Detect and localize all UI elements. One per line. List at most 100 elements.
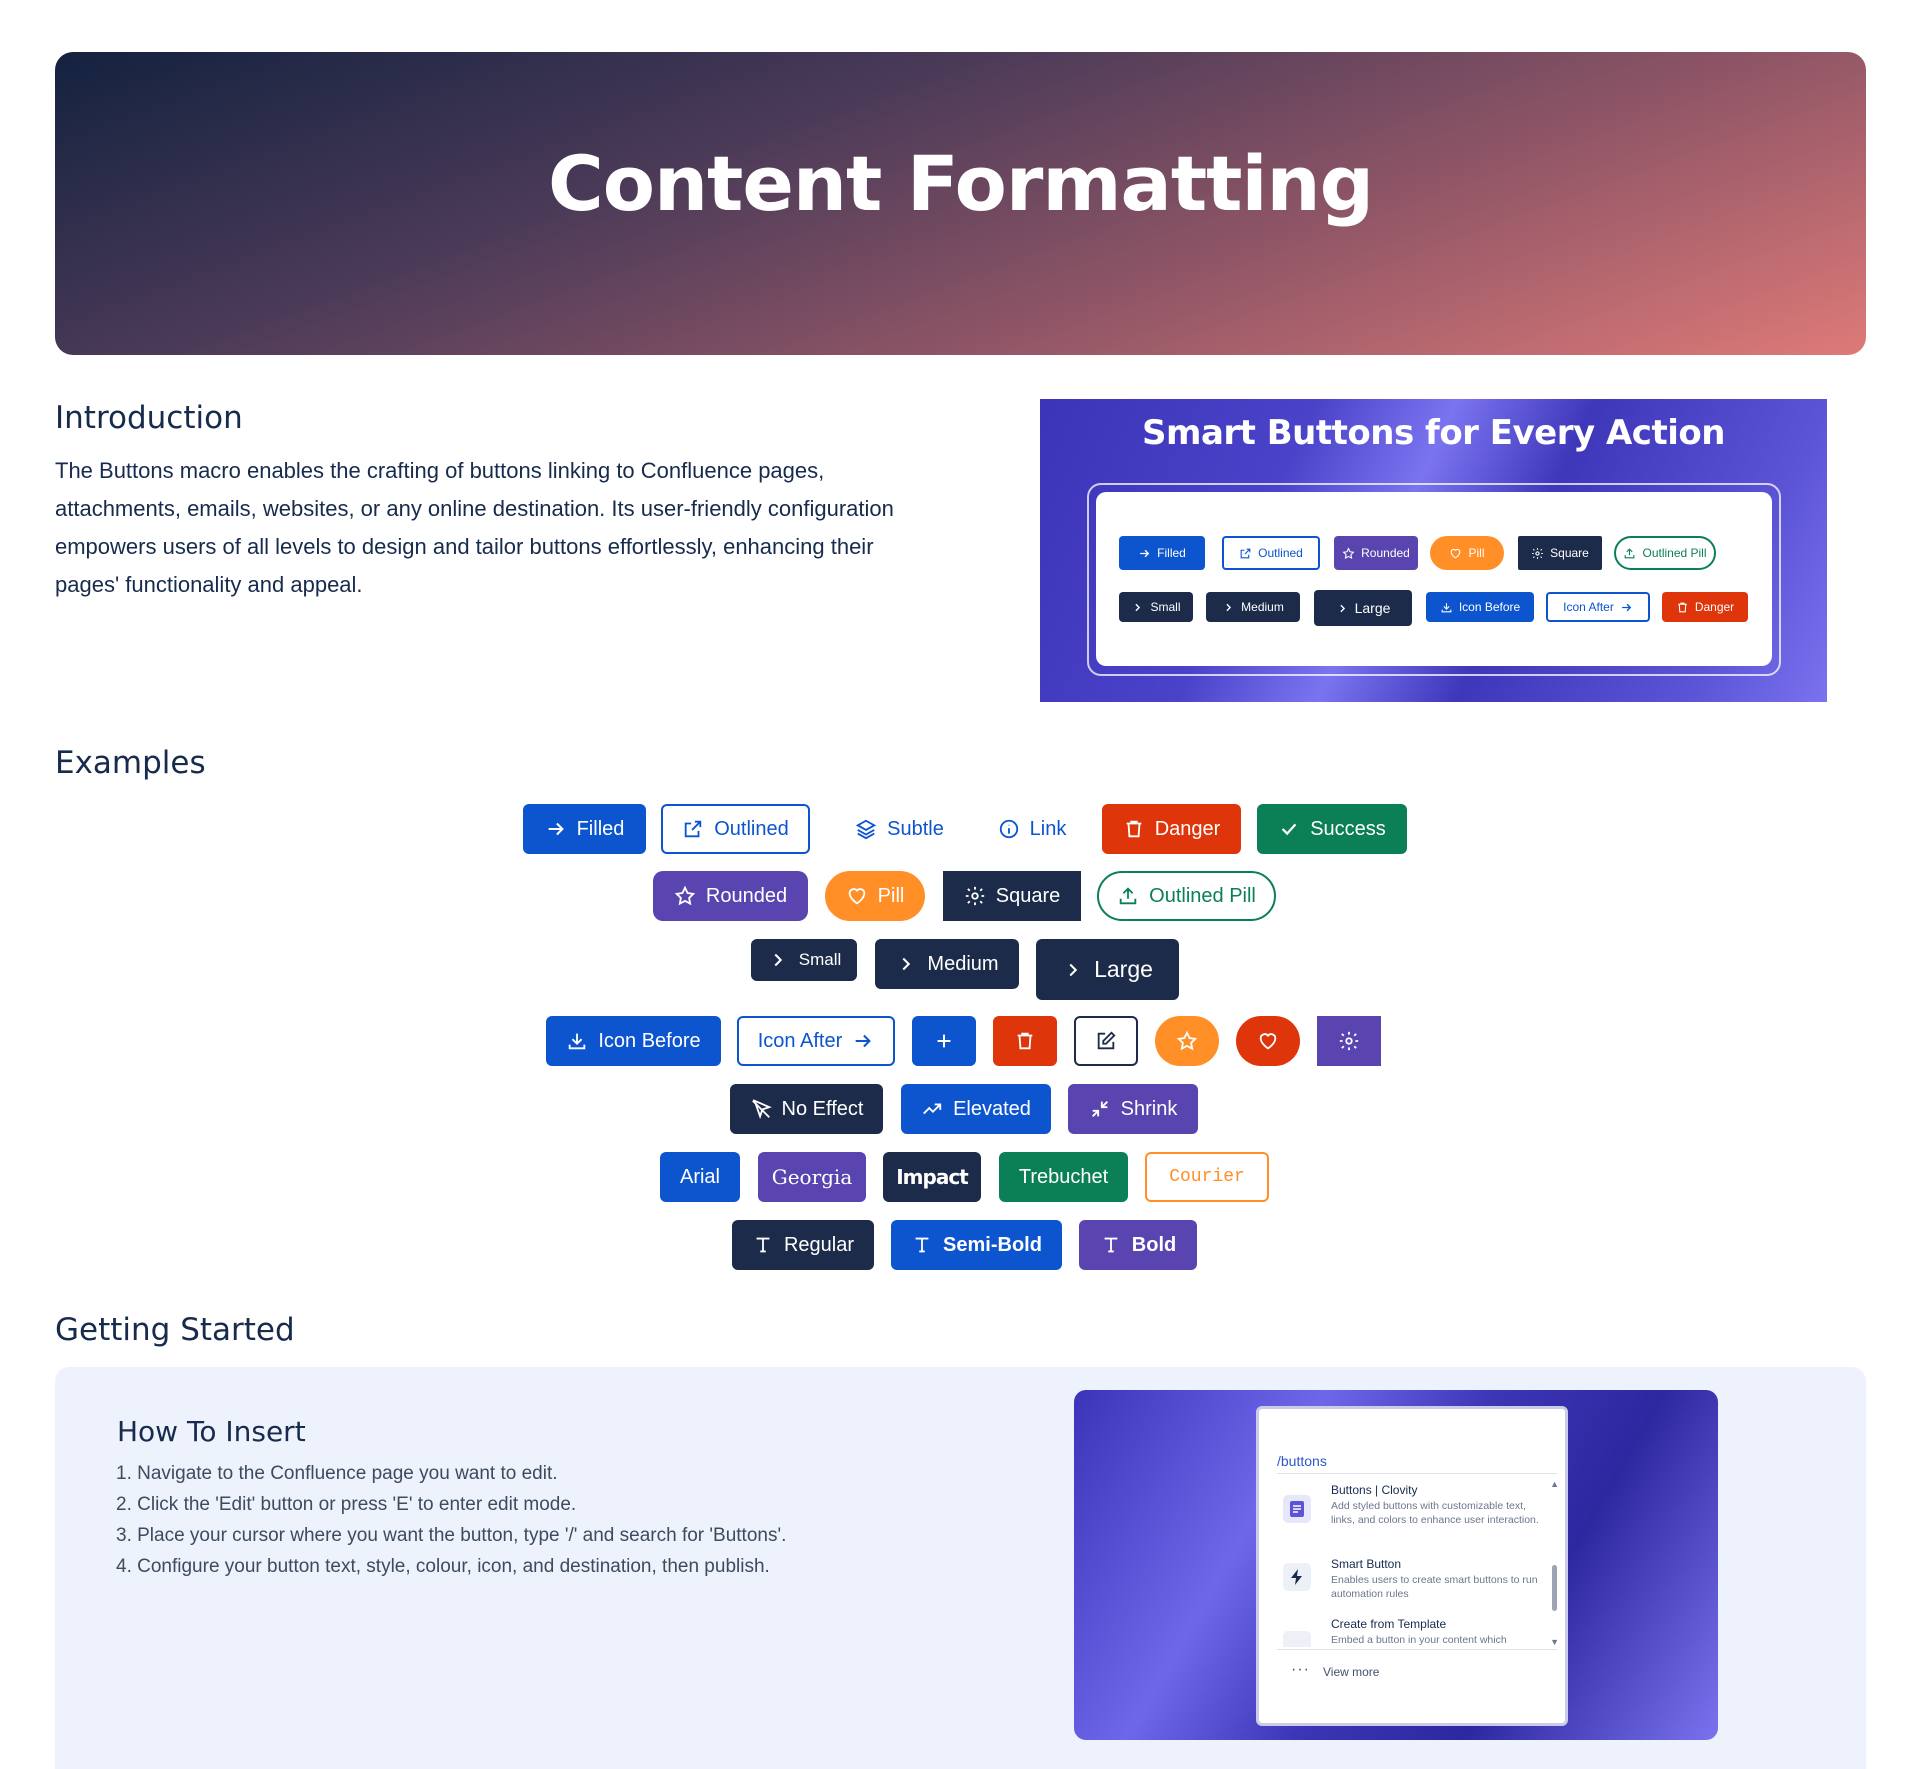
icon-after-button[interactable]: Icon After: [737, 1016, 895, 1066]
banner-frame: [1087, 483, 1781, 676]
banner-filled-button: Filled: [1119, 536, 1205, 570]
divider: [1277, 1473, 1557, 1474]
arrow-right-icon: [1140, 549, 1150, 557]
star-icon: [1342, 546, 1355, 559]
slash-command-menu: /buttons Buttons | Clovity Add styled bu…: [1256, 1406, 1568, 1726]
rounded-button[interactable]: Rounded: [653, 871, 808, 921]
heart-icon: [1451, 548, 1461, 558]
delete-icon-button[interactable]: [993, 1016, 1057, 1066]
scroll-up-icon[interactable]: ▲: [1550, 1479, 1559, 1489]
type-icon: [1104, 1237, 1118, 1253]
banner-card: Filled Outlined Rounded Pill Square Outl…: [1096, 492, 1772, 666]
medium-button[interactable]: Medium: [875, 939, 1019, 989]
arial-button[interactable]: Arial: [660, 1152, 740, 1202]
intro-heading: Introduction: [55, 400, 243, 436]
list-item: 3. Place your cursor where you want the …: [116, 1525, 787, 1546]
slash-query: /buttons: [1277, 1453, 1327, 1469]
template-icon: [1283, 1631, 1311, 1647]
shrink-icon: [1091, 1101, 1108, 1117]
arrow-right-icon: [1622, 603, 1632, 611]
getting-started-heading: Getting Started: [55, 1312, 295, 1348]
subtle-button[interactable]: Subtle: [832, 804, 967, 854]
more-icon: ···: [1291, 1661, 1310, 1678]
small-button[interactable]: Small: [751, 939, 857, 981]
gear-icon: [965, 886, 984, 906]
success-button[interactable]: Success: [1257, 804, 1407, 854]
impact-button[interactable]: Impact: [883, 1152, 981, 1202]
check-icon: [1281, 823, 1297, 836]
pill-button[interactable]: Pill: [825, 871, 925, 921]
page-title: Content Formatting: [547, 139, 1374, 228]
chevron-right-icon: [1135, 603, 1141, 611]
menu-item-buttons: Buttons | Clovity Add styled buttons wit…: [1283, 1483, 1543, 1543]
edit-icon: [1097, 1031, 1116, 1050]
banner-icon-before-button: Icon Before: [1426, 592, 1534, 622]
trebuchet-button[interactable]: Trebuchet: [999, 1152, 1128, 1202]
hero-banner: Content Formatting: [55, 52, 1866, 355]
arrow-right-icon: [855, 1034, 872, 1048]
danger-button[interactable]: Danger: [1102, 804, 1241, 854]
divider: [1277, 1649, 1557, 1650]
download-icon: [1441, 602, 1452, 612]
banner-rounded-button: Rounded: [1334, 536, 1418, 570]
insert-screenshot: /buttons Buttons | Clovity Add styled bu…: [1074, 1390, 1718, 1740]
chevron-right-icon: [902, 957, 911, 971]
menu-item-smart-button: Smart Button Enables users to create sma…: [1283, 1557, 1543, 1601]
trash-icon: [1017, 1032, 1033, 1050]
star-icon: [1176, 1030, 1198, 1051]
chevron-right-icon: [1339, 604, 1345, 612]
regular-weight-button[interactable]: Regular: [732, 1220, 874, 1270]
scrollbar-thumb[interactable]: [1552, 1565, 1557, 1611]
list-item: 4. Configure your button text, style, co…: [116, 1556, 770, 1577]
banner-large-button: Large: [1314, 590, 1412, 626]
scroll-down-icon[interactable]: ▼: [1550, 1637, 1559, 1647]
no-effect-button[interactable]: No Effect: [730, 1084, 883, 1134]
banner-danger-button: Danger: [1662, 592, 1748, 622]
chevron-right-icon: [1226, 603, 1232, 611]
shrink-button[interactable]: Shrink: [1068, 1084, 1198, 1134]
star-icon: [674, 885, 696, 906]
insert-steps-list: 1. Navigate to the Confluence page you w…: [116, 1458, 786, 1582]
heart-icon-button[interactable]: [1236, 1016, 1300, 1066]
trash-icon: [1677, 602, 1687, 612]
view-more-link: View more: [1323, 1665, 1380, 1679]
type-icon: [915, 1237, 929, 1253]
info-icon: [999, 819, 1018, 839]
type-icon: [756, 1237, 770, 1253]
upload-icon: [1625, 547, 1635, 558]
banner-icon-after-button: Icon After: [1546, 592, 1650, 622]
upload-icon: [1119, 887, 1137, 905]
layers-icon: [856, 819, 877, 840]
square-button[interactable]: Square: [943, 871, 1081, 921]
settings-icon-button[interactable]: [1317, 1016, 1381, 1066]
filled-button[interactable]: Filled: [523, 804, 646, 854]
add-icon-button[interactable]: [912, 1016, 976, 1066]
edit-icon-button[interactable]: [1074, 1016, 1138, 1066]
banner-small-button: Small: [1119, 592, 1193, 622]
gear-icon: [1339, 1031, 1359, 1051]
outlined-pill-button[interactable]: Outlined Pill: [1097, 871, 1276, 921]
chevron-right-icon: [1069, 963, 1078, 976]
trending-up-icon: [923, 1103, 942, 1115]
courier-button[interactable]: Courier: [1145, 1152, 1269, 1202]
large-button[interactable]: Large: [1036, 939, 1179, 1000]
semi-bold-weight-button[interactable]: Semi-Bold: [891, 1220, 1062, 1270]
intro-text: The Buttons macro enables the crafting o…: [55, 458, 894, 597]
banner-outlined-button: Outlined: [1222, 536, 1320, 570]
georgia-button[interactable]: Georgia: [758, 1152, 866, 1202]
link-button[interactable]: Link: [982, 804, 1082, 854]
icon-before-button[interactable]: Icon Before: [546, 1016, 721, 1066]
heart-icon: [848, 888, 865, 905]
banner-pill-button: Pill: [1430, 536, 1504, 570]
elevated-button[interactable]: Elevated: [901, 1084, 1051, 1134]
arrow-right-icon: [548, 822, 564, 836]
bold-weight-button[interactable]: Bold: [1079, 1220, 1197, 1270]
plus-icon: [937, 1034, 951, 1048]
banner-medium-button: Medium: [1206, 592, 1300, 622]
outlined-button[interactable]: Outlined: [661, 804, 810, 854]
star-icon-button[interactable]: [1155, 1016, 1219, 1066]
trash-icon: [1126, 820, 1142, 838]
banner-outlined-pill-button: Outlined Pill: [1614, 536, 1716, 570]
lightning-icon: [1283, 1563, 1311, 1591]
external-link-icon: [685, 820, 702, 838]
